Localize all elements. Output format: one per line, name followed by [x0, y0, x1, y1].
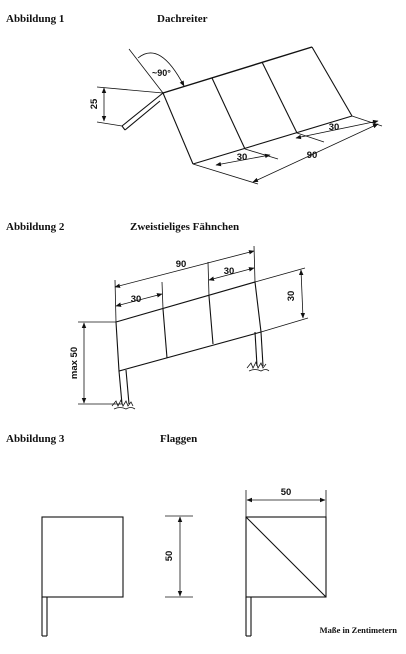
figure-3-width-dimension: 50 [281, 487, 292, 498]
figure-3-height-dimension: 50 [164, 551, 175, 562]
figure-3-title: Flaggen [160, 433, 197, 445]
figure-1: Abbildung 1 Dachreiter [6, 13, 383, 185]
units-note: Maße in Zentimetern [320, 625, 398, 635]
figure-3-label: Abbildung 3 [6, 433, 65, 445]
figure-1-right-section-dimension: 30 [329, 122, 340, 133]
figure-2-right-section-dimension: 30 [224, 266, 235, 277]
figure-1-height-dimension: 25 [89, 98, 100, 109]
figure-2-max-dimension: max 50 [69, 347, 80, 379]
two-post-flag-shape [78, 245, 309, 410]
figure-2-title: Zweistieliges Fähnchen [130, 221, 239, 233]
figure-1-left-section-dimension: 30 [237, 152, 248, 163]
flag-diagonal [245, 490, 327, 637]
roof-rider-shape [96, 46, 383, 185]
figure-3: Abbildung 3 Flaggen 50 50 Maße in Zen [6, 433, 398, 637]
figure-1-length-dimension: 90 [307, 150, 318, 161]
figure-2-length-dimension: 90 [176, 259, 187, 270]
figure-2-label: Abbildung 2 [6, 221, 65, 233]
figure-1-label: Abbildung 1 [6, 13, 64, 25]
figure-2-height-dimension: 30 [286, 291, 297, 302]
figure-1-title: Dachreiter [157, 13, 208, 25]
flag-square [41, 516, 124, 637]
figure-2-left-section-dimension: 30 [131, 294, 142, 305]
figure-1-angle-label: ~90° [152, 68, 171, 78]
figure-2: Abbildung 2 Zweistieliges Fähnchen [6, 221, 309, 410]
